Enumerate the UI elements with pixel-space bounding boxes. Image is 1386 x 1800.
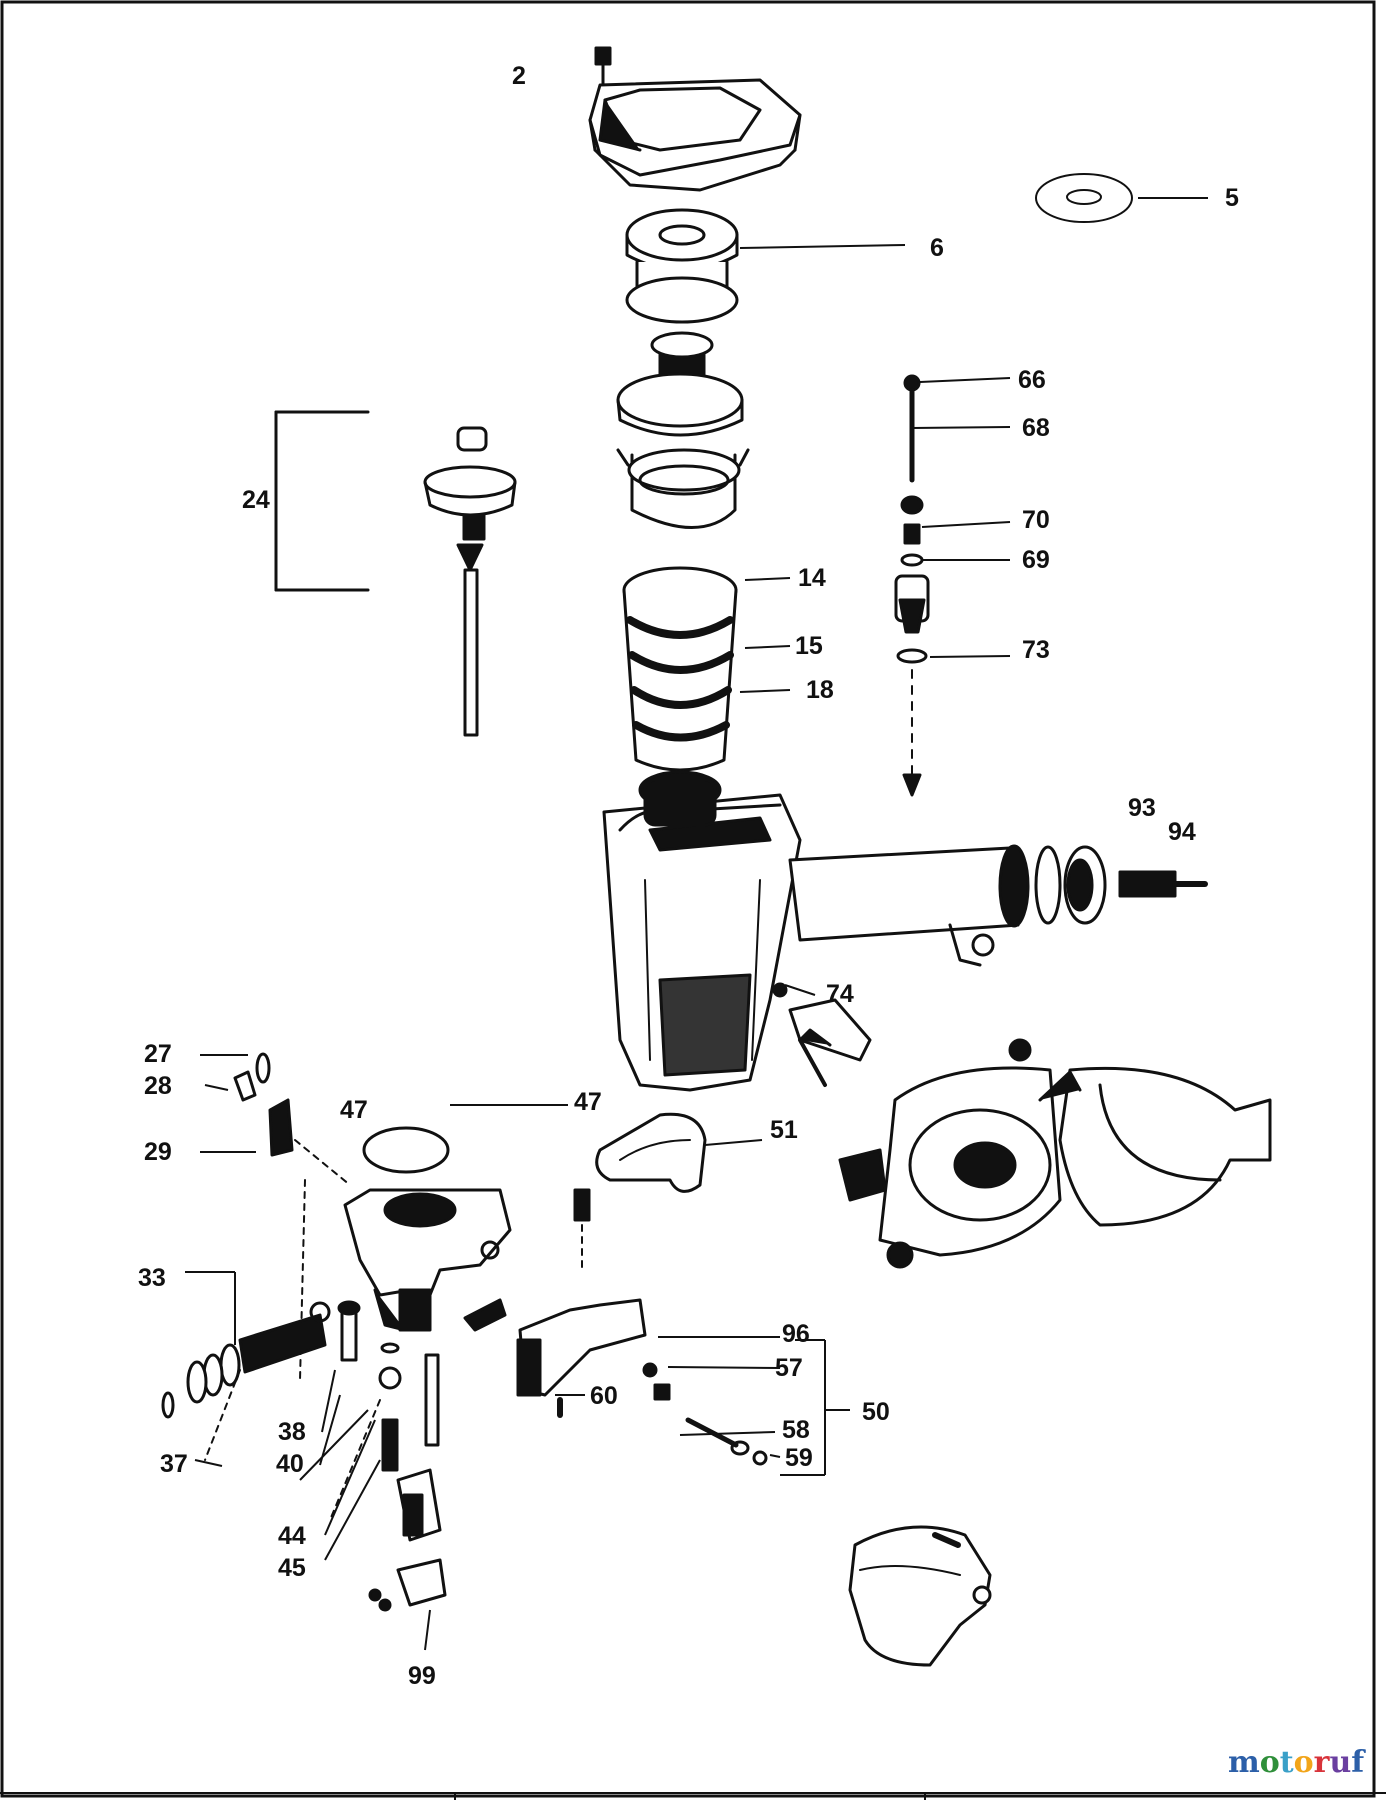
callout-45: 45 (278, 1554, 306, 1582)
callout-96: 96 (782, 1320, 810, 1348)
callout-74: 74 (826, 980, 854, 1008)
callout-15: 15 (795, 632, 823, 660)
callout-37: 37 (160, 1450, 188, 1478)
callout-57: 57 (775, 1354, 803, 1382)
callout-27: 27 (144, 1040, 172, 1068)
small-valve-assembly-part (642, 1362, 768, 1466)
callout-38: 38 (278, 1418, 306, 1446)
watermark-letter: t (1279, 1745, 1294, 1780)
nail-magazine-part (838, 1038, 1272, 1269)
callout-18: 18 (806, 676, 834, 704)
callout-50: 50 (862, 1398, 890, 1426)
watermark-letter: r (1313, 1745, 1330, 1780)
callout-59: 59 (785, 1444, 813, 1472)
watermark-letter: o (1293, 1745, 1314, 1780)
regulator-stem-part (894, 374, 930, 797)
watermark-letter: o (1259, 1745, 1280, 1780)
valve-stem-part (274, 410, 517, 737)
end-cap-part (1034, 845, 1208, 925)
trigger-valve-assembly-part (161, 1301, 331, 1461)
callout-99: 99 (408, 1662, 436, 1690)
watermark-letter: f (1351, 1745, 1365, 1780)
callout-6: 6 (930, 234, 944, 262)
spring-piston-stack-part (622, 566, 738, 810)
trigger-lever-part (772, 982, 872, 1087)
pins-springs-part (329, 1300, 447, 1612)
top-cap-part (588, 46, 802, 192)
callout-70: 70 (1022, 506, 1050, 534)
main-body-part (602, 778, 1030, 1092)
callout-14: 14 (798, 564, 826, 592)
left-fittings-part (233, 1052, 351, 1381)
watermark-letter: u (1329, 1745, 1352, 1780)
motoruf-watermark-logo: motoruf (1228, 1748, 1364, 1778)
nose-guard-part (848, 1525, 992, 1667)
callout-94: 94 (1168, 818, 1196, 846)
callout-33: 33 (138, 1264, 166, 1292)
callout-24: 24 (242, 486, 270, 514)
callout-51: 51 (770, 1116, 798, 1144)
trigger-body-part (463, 1188, 647, 1418)
lower-valve-body-part (343, 1126, 512, 1332)
callout-44: 44 (278, 1522, 306, 1550)
leader-lines (185, 197, 1208, 1651)
pulley-part (625, 208, 739, 324)
callout-68: 68 (1022, 414, 1050, 442)
callout-5: 5 (1225, 184, 1239, 212)
callout-47-right: 47 (574, 1088, 602, 1116)
callout-73: 73 (1022, 636, 1050, 664)
callout-29: 29 (144, 1138, 172, 1166)
callout-66: 66 (1018, 366, 1046, 394)
callout-2: 2 (512, 62, 526, 90)
washer-part (1035, 173, 1133, 223)
callout-69: 69 (1022, 546, 1050, 574)
callout-60: 60 (590, 1382, 618, 1410)
gear-housing-part (616, 331, 750, 529)
callout-40: 40 (276, 1450, 304, 1478)
callout-58: 58 (782, 1416, 810, 1444)
clip-part (595, 1112, 707, 1193)
callout-47-left: 47 (340, 1096, 368, 1124)
callout-28: 28 (144, 1072, 172, 1100)
watermark-letter: m (1228, 1745, 1260, 1780)
callout-93: 93 (1128, 794, 1156, 822)
